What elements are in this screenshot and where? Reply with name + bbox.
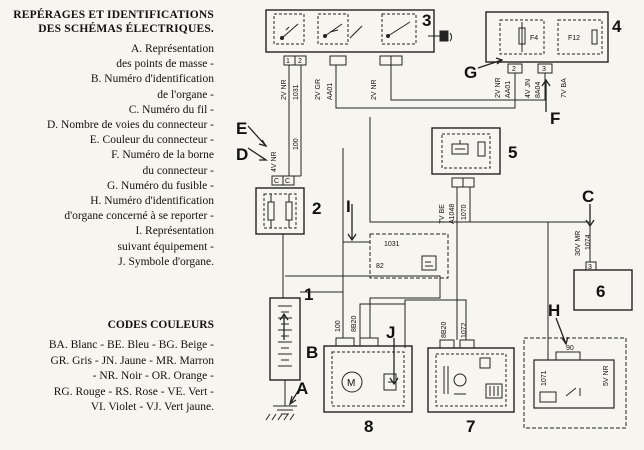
- optional-equipment-block: 1031 82: [369, 233, 449, 279]
- color-codes-panel: CODES COULEURS BA. Blanc - BE. Bleu - BG…: [4, 318, 214, 416]
- wire-label: 100: [335, 320, 342, 332]
- organ-number: 1: [304, 285, 313, 304]
- connector-label: 7V BA: [561, 78, 568, 98]
- callout-letter: H: [548, 301, 560, 320]
- connector-label: 30V MR: [575, 231, 582, 256]
- wire-label: 8B20: [351, 316, 358, 332]
- connector-label: 5V NR: [603, 365, 610, 386]
- organ-number: 6: [596, 282, 605, 301]
- organ-7-module: 7: [427, 339, 515, 436]
- connector-label: 2V NR: [281, 79, 288, 100]
- wiring-lines: [282, 65, 591, 360]
- legend-item: C. Numéro du fil -: [128, 103, 214, 116]
- wire-label: AA01: [327, 83, 334, 100]
- wire-label: A1048: [449, 204, 456, 224]
- wire-label: AA01: [505, 81, 512, 98]
- legend-item: D. Nombre de voies du connecteur -: [46, 119, 214, 132]
- connector-label: 4V JN: [525, 79, 532, 98]
- legend-item: J. Symbole d'organe.: [118, 255, 214, 268]
- color-code-line: RG. Rouge - RS. Rose - VE. Vert -: [53, 385, 214, 398]
- legend-item: du connecteur -: [142, 164, 214, 177]
- legend-item: H. Numéro d'identification: [90, 195, 214, 208]
- color-codes-title: CODES COULEURS: [107, 319, 214, 331]
- legend-title-line2: DES SCHÉMAS ÉLECTRIQUES.: [38, 23, 214, 35]
- callout-letter: E: [236, 119, 247, 138]
- organ-number: 7: [466, 417, 475, 436]
- small-label: 82: [376, 263, 384, 270]
- terminal-label: 3: [542, 66, 546, 73]
- svg-text:M: M: [347, 378, 355, 389]
- wire-label: 1072: [461, 322, 468, 338]
- legend-title-line1: REPÉRAGES ET IDENTIFICATIONS: [13, 9, 214, 21]
- legend-item: suivant équipement -: [117, 240, 214, 253]
- organ-8-motor: M 8: [323, 337, 413, 436]
- organ-number: 5: [508, 143, 517, 162]
- organ-number: 8: [364, 417, 373, 436]
- terminal-label: 3: [588, 264, 592, 271]
- connector-label: 4V NR: [271, 151, 278, 172]
- callout-letters: A B C D E F G H I J: [236, 63, 594, 398]
- callout-letter: C: [582, 187, 594, 206]
- terminal-label: 2: [298, 58, 302, 65]
- callout-letter: I: [346, 197, 351, 216]
- terminal-label: C: [274, 178, 279, 185]
- legend-item: d'organe concerné à se reporter -: [64, 210, 214, 223]
- color-code-line: BA. Blanc - BE. Bleu - BG. Beige -: [48, 339, 214, 351]
- organ-6-component: 6 3: [573, 261, 633, 311]
- callout-letter: G: [464, 63, 477, 82]
- wire-label: 1070: [461, 204, 468, 220]
- organ-number: 3: [422, 11, 431, 30]
- organ-3-switch-block: 3 1 2: [265, 9, 452, 66]
- wire-label: 1031: [293, 84, 300, 100]
- callout-arrows: [247, 57, 595, 406]
- connector-label: 2V GR: [315, 79, 322, 100]
- wire-labels: 2V NR 1031 2V GR AA01 2V NR 100 2V NR AA…: [271, 77, 610, 386]
- callout-letter: F: [550, 109, 560, 128]
- callout-letter: J: [386, 323, 395, 342]
- organ-number: 2: [312, 199, 321, 218]
- legend-item: I. Représentation: [135, 225, 214, 238]
- terminal-label: 2: [512, 66, 516, 73]
- color-code-line: VI. Violet - VJ. Vert jaune.: [90, 401, 214, 413]
- fuse-label: F12: [568, 35, 580, 42]
- terminal-label: 1: [286, 58, 290, 65]
- callout-letter: D: [236, 145, 248, 164]
- small-label: 1031: [384, 241, 400, 248]
- legend-item: de l'organe -: [157, 88, 214, 101]
- organ-1-battery: 1: [265, 285, 313, 421]
- wire-label: 8A04: [535, 82, 542, 98]
- legend-item: B. Numéro d'identification: [90, 73, 214, 86]
- legend-item: G. Numéro du fusible -: [107, 179, 214, 192]
- legend-item: E. Couleur du connecteur -: [89, 134, 214, 147]
- terminal-label: C: [285, 178, 290, 185]
- organ-2-component: 2 C C: [255, 175, 321, 235]
- legend-item: des points de masse -: [116, 58, 214, 71]
- callout-letter: B: [306, 343, 318, 362]
- organ-number: 4: [612, 17, 622, 36]
- wire-label: 100: [293, 138, 300, 150]
- organ-5-relay: 5: [431, 127, 517, 188]
- legend-item: A. Représentation: [130, 43, 214, 55]
- small-label: 90: [566, 345, 574, 352]
- legend-panel: REPÉRAGES ET IDENTIFICATIONS DES SCHÉMAS…: [4, 8, 214, 270]
- color-code-line: GR. Gris - JN. Jaune - MR. Marron: [50, 354, 214, 367]
- wire-label: 8B20: [441, 322, 448, 338]
- color-code-line: - NR. Noir - OR. Orange -: [92, 370, 214, 382]
- connector-label: 7V BE: [439, 204, 446, 224]
- wire-label: 1074: [585, 234, 592, 250]
- wire-label: 1071: [541, 370, 548, 386]
- optional-block-h: 90: [523, 337, 627, 429]
- legend-item: F. Numéro de la borne: [111, 149, 214, 162]
- connector-label: 2V NR: [371, 79, 378, 100]
- callout-letter: A: [296, 379, 308, 398]
- connector-label: 2V NR: [495, 77, 502, 98]
- fuse-label: F4: [530, 35, 538, 42]
- organ-4-fuse-box: F4 F12 4 2 3: [485, 11, 622, 74]
